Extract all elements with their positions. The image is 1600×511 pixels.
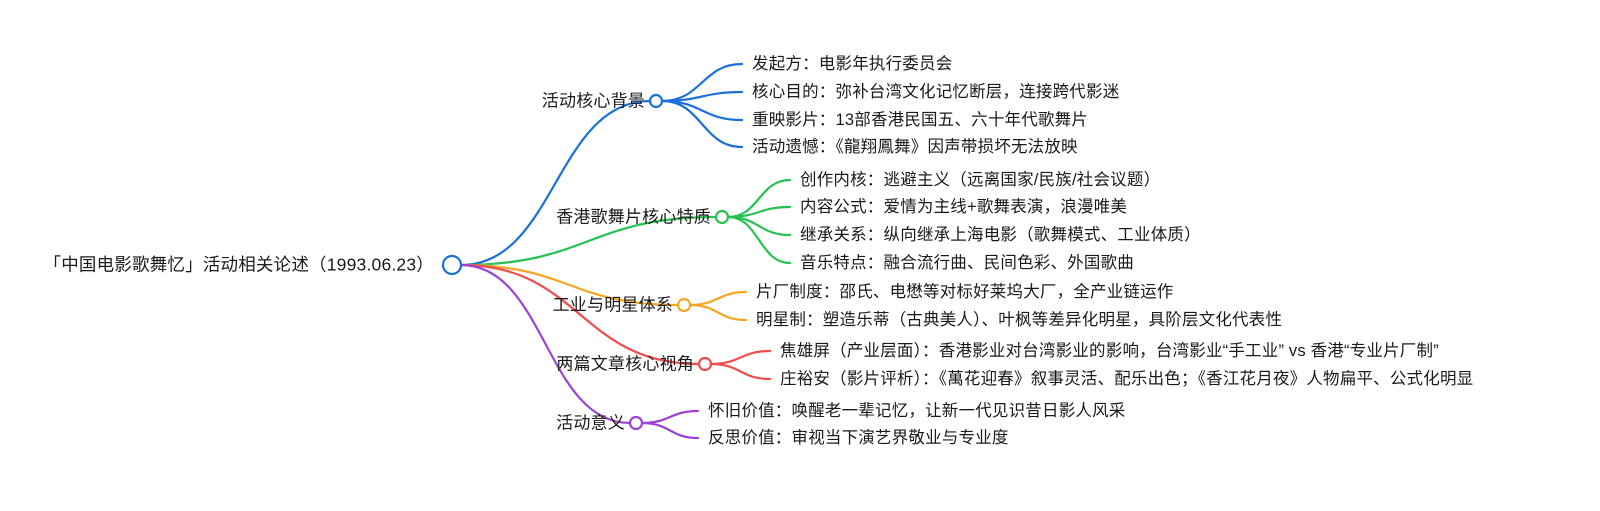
branch-1-leaf-connector-3 — [660, 99, 744, 122]
branch-2-label: 香港歌舞片核心特质 — [556, 207, 711, 227]
branch-5-leaf-label-1: 怀旧价值：唤醒老一辈记忆，让新一代见识昔日影人风采 — [708, 401, 1126, 420]
branch-3-leaf-label-1: 片厂制度：邵氏、电懋等对标好莱坞大厂，全产业链运作 — [756, 282, 1174, 301]
branch-2-leaf-label-3: 继承关系：纵向继承上海电影（歌舞模式、工业体质） — [800, 225, 1201, 244]
branch-4-leaf-label-2: 庄裕安（影片评析）：《萬花迎春》叙事灵活、配乐出色；《香江花月夜》人物扁平、公式… — [780, 369, 1474, 388]
branch-1-label: 活动核心背景 — [541, 91, 645, 111]
branch-4-connector — [459, 263, 701, 366]
branch-5-label: 活动意义 — [556, 413, 625, 433]
root-label: 「中国电影歌舞忆」活动相关论述（1993.06.23） — [43, 254, 434, 275]
branch-2-leaf-label-2: 内容公式：爱情为主线+歌舞表演，浪漫唯美 — [800, 197, 1128, 216]
branch-2-node-dot[interactable] — [714, 209, 730, 225]
branch-3-leaf-connector-2 — [688, 303, 748, 322]
branch-1-leaf-connector-4 — [660, 99, 744, 149]
branch-3-connector — [459, 263, 680, 307]
root-node-dot[interactable] — [441, 254, 463, 276]
branch-5-leaf-connector-1 — [640, 409, 700, 425]
branch-5-node-dot[interactable] — [628, 415, 644, 431]
branch-1-leaf-label-3: 重映影片：13部香港民国五、六十年代歌舞片 — [752, 110, 1089, 129]
branch-1-leaf-label-4: 活动遗憾：《龍翔鳳舞》因声带损坏无法放映 — [752, 137, 1078, 156]
branch-3-node-dot[interactable] — [676, 297, 692, 313]
branch-3-label: 工业与明星体系 — [552, 295, 673, 315]
branch-1-connector — [459, 99, 652, 267]
branch-1-leaf-connector-2 — [660, 90, 744, 103]
branch-2-connector — [459, 215, 718, 267]
branch-2-leaf-connector-2 — [726, 205, 792, 219]
branch-2-leaf-connector-4 — [726, 215, 792, 265]
branch-3-leaf-connector-1 — [688, 290, 748, 307]
branch-1-node-dot[interactable] — [648, 93, 664, 109]
branch-2-leaf-label-4: 音乐特点：融合流行曲、民间色彩、外国歌曲 — [800, 253, 1134, 272]
branch-1-leaf-label-2: 核心目的：弥补台湾文化记忆断层，连接跨代影迷 — [752, 82, 1120, 101]
branch-1-leaf-label-1: 发起方：电影年执行委员会 — [752, 54, 953, 73]
branch-3-leaf-label-2: 明星制：塑造乐蒂（古典美人）、叶枫等差异化明星，具阶层文化代表性 — [756, 310, 1283, 329]
branch-4-leaf-connector-1 — [709, 349, 772, 366]
branch-5-connector — [459, 263, 632, 425]
branch-5-leaf-label-2: 反思价值：审视当下演艺界敬业与专业度 — [708, 428, 1009, 447]
branch-4-label: 两篇文章核心视角 — [556, 354, 694, 374]
branch-4-node-dot[interactable] — [697, 356, 713, 372]
branch-5-leaf-connector-2 — [640, 421, 700, 440]
branch-4-leaf-label-1: 焦雄屏（产业层面）：香港影业对台湾影业的影响，台湾影业“手工业” vs 香港“专… — [780, 341, 1439, 360]
branch-4-leaf-connector-2 — [709, 362, 772, 381]
branch-2-leaf-label-1: 创作内核：逃避主义（远离国家/民族/社会议题） — [800, 170, 1161, 189]
